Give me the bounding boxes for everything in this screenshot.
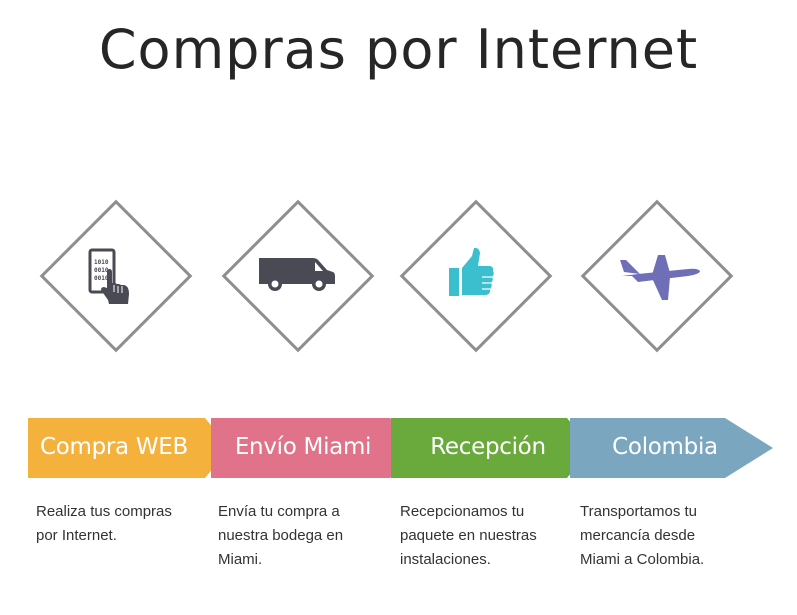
arrow-step-3 — [391, 418, 592, 478]
airplane-icon — [620, 255, 700, 300]
arrow-step-4 — [570, 418, 773, 478]
thumbs-up-icon — [449, 247, 494, 296]
step-description-4: Transportamos tu mercancía desde Miami a… — [580, 503, 705, 568]
step-label-1: Compra WEB — [39, 434, 189, 460]
step-label-3: Recepción — [430, 434, 546, 460]
arrow-step-1 — [28, 418, 230, 478]
svg-text:0010: 0010 — [94, 267, 109, 274]
touch-tablet-icon: 1010 0010 0010 — [88, 248, 129, 304]
step-description-2: Envía tu compra a nuestra bodega en Miam… — [218, 503, 344, 568]
step-label-4: Colombia — [612, 434, 718, 460]
svg-text:1010: 1010 — [94, 259, 109, 266]
step-description-1: Realiza tus compras por Internet. — [36, 503, 172, 544]
step-description-3: Recepcionamos tu paquete en nuestras ins… — [400, 503, 537, 568]
page-title: Compras por Internet — [98, 18, 699, 81]
arrow-step-2 — [211, 418, 415, 478]
step-label-2: Envío Miami — [234, 434, 372, 460]
delivery-van-icon — [259, 258, 335, 291]
svg-text:0010: 0010 — [94, 275, 109, 282]
